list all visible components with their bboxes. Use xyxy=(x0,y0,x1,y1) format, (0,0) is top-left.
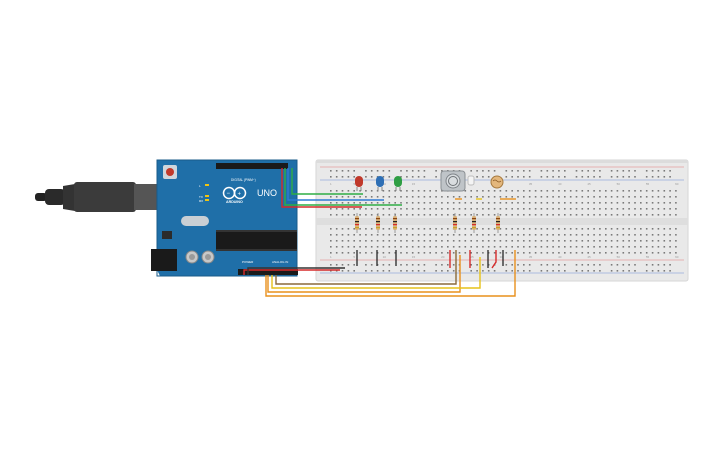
power-label: POWER xyxy=(242,260,254,264)
resistor[interactable] xyxy=(472,213,476,233)
column-number: 30 xyxy=(500,255,504,259)
atmega-chip[interactable] xyxy=(216,230,297,251)
l-label: L xyxy=(199,184,201,188)
analog-label: ANALOG IN xyxy=(272,260,288,264)
potentiometer[interactable] xyxy=(440,170,466,192)
arduino-uno-board[interactable]: DIGITAL (PWM~) − + ARDUINO UNO TX RX L P… xyxy=(151,159,298,277)
resistor[interactable] xyxy=(496,213,500,233)
column-number: 45 xyxy=(587,255,591,259)
arduino-brand: ARDUINO xyxy=(226,200,243,204)
voltage-regulator xyxy=(162,231,172,239)
tilt-sensor[interactable] xyxy=(467,175,475,186)
tx-label: TX xyxy=(199,195,203,199)
column-number: 35 xyxy=(529,182,533,186)
column-number: 40 xyxy=(558,182,562,186)
wire-green-2[interactable] xyxy=(291,168,363,195)
led-tx-indicator xyxy=(205,195,209,197)
column-number: 15 xyxy=(412,255,416,259)
svg-text:−: − xyxy=(227,191,231,197)
column-number: 55 xyxy=(646,255,650,259)
resistor[interactable] xyxy=(376,213,380,233)
wires[interactable] xyxy=(243,168,516,297)
column-number: 60 xyxy=(675,182,679,186)
column-number: 55 xyxy=(646,182,650,186)
resistor[interactable] xyxy=(393,213,397,233)
resistor[interactable] xyxy=(453,213,457,233)
arduino-logo-right-icon xyxy=(233,186,247,200)
column-number: 25 xyxy=(470,255,474,259)
resistor[interactable] xyxy=(355,213,359,233)
column-number: 20 xyxy=(441,255,445,259)
wire-blue[interactable] xyxy=(287,168,384,201)
column-number: 10 xyxy=(383,255,387,259)
column-number: 35 xyxy=(529,255,533,259)
crystal xyxy=(181,216,209,226)
column-number: 50 xyxy=(617,255,621,259)
led-rx-indicator xyxy=(205,199,209,201)
wire-red-5v[interactable] xyxy=(243,269,340,275)
led-l-indicator xyxy=(205,184,209,186)
column-number: 40 xyxy=(558,255,562,259)
column-number: 5 xyxy=(353,255,355,259)
led-red[interactable] xyxy=(355,176,363,191)
wire-red-ldr[interactable] xyxy=(491,250,497,269)
reset-button[interactable] xyxy=(163,165,177,179)
wire-green[interactable] xyxy=(284,168,402,206)
column-number: 1 xyxy=(330,182,332,186)
column-number: 50 xyxy=(617,182,621,186)
wire-red-digital[interactable] xyxy=(281,168,362,208)
column-number: 60 xyxy=(675,255,679,259)
column-number: 45 xyxy=(587,182,591,186)
wire-orange-a3[interactable] xyxy=(265,250,516,297)
photoresistor[interactable] xyxy=(490,175,504,189)
arduino-model: UNO xyxy=(257,188,277,198)
column-number: 1 xyxy=(330,255,332,259)
wire-orange-a0[interactable] xyxy=(267,255,461,293)
wire-brown-a2[interactable] xyxy=(275,250,457,285)
svg-text:+: + xyxy=(238,192,242,198)
power-jack[interactable] xyxy=(151,249,177,271)
power-analog-header[interactable] xyxy=(238,269,298,275)
wire-black-gnd[interactable] xyxy=(247,267,345,275)
column-number: 10 xyxy=(383,182,387,186)
digital-label: DIGITAL (PWM~) xyxy=(231,178,256,182)
column-number: 5 xyxy=(353,182,355,186)
wire-yellow-a1[interactable] xyxy=(271,257,481,289)
led-blue[interactable] xyxy=(376,176,384,191)
column-number: 15 xyxy=(412,182,416,186)
rx-label: RX xyxy=(199,199,203,203)
led-green[interactable] xyxy=(394,176,402,191)
digital-header[interactable] xyxy=(216,163,288,169)
